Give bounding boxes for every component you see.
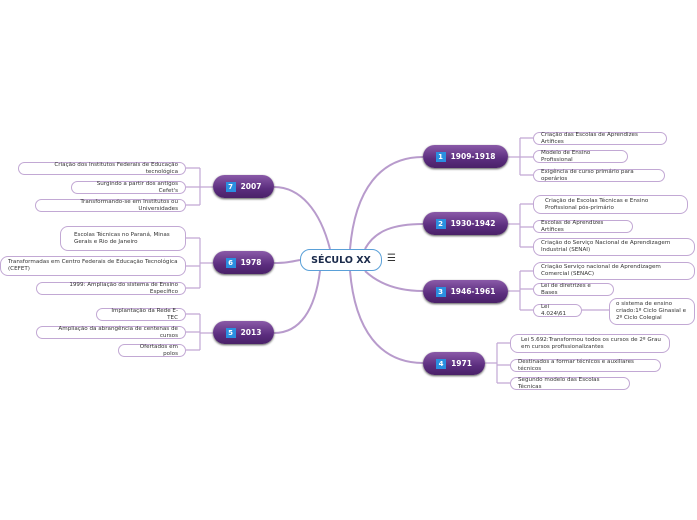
subtopic[interactable]: Surgindo a partir dos antigos Cefet's (71, 181, 186, 194)
subtopic[interactable]: Criação Serviço nacional de Aprendizagem… (533, 262, 695, 280)
number-badge: 3 (435, 286, 446, 297)
subtopic[interactable]: Segundo modelo das Escolas Técnicas (510, 377, 630, 390)
subtopic[interactable]: Ofertados em polos (118, 344, 186, 357)
topic-label: 1971 (451, 359, 472, 368)
number-badge: 2 (435, 218, 446, 229)
topic-1946-1961[interactable]: 3 1946-1961 (423, 280, 508, 303)
number-badge: 4 (436, 358, 447, 369)
subtopic[interactable]: Criação do Serviço Nacional de Aprendiza… (533, 238, 695, 256)
subtopic[interactable]: Exigência de curso primário para operári… (533, 169, 665, 182)
subtopic[interactable]: Implantação da Rede E-TEC (96, 308, 186, 321)
subtopic[interactable]: 1999: Ampliação do sistema de Ensino Esp… (36, 282, 186, 295)
subtopic[interactable]: Escolas de Aprendizes Artífices (533, 220, 633, 233)
number-badge: 7 (225, 181, 236, 192)
subtopic[interactable]: Transformando-se em Institutos ou Univer… (35, 199, 186, 212)
subtopic[interactable]: Lei 4.024\61 (533, 304, 582, 317)
subtopic[interactable]: Escolas Técnicas no Paraná, Minas Gerais… (60, 226, 186, 251)
number-badge: 6 (225, 257, 236, 268)
subtopic[interactable]: Transformadas em Centro Federais de Educ… (0, 256, 186, 276)
central-topic[interactable]: SÉCULO XX (300, 249, 382, 271)
topic-label: 1930-1942 (450, 219, 496, 228)
topic-2013[interactable]: 5 2013 (213, 321, 274, 344)
subtopic[interactable]: Lei 5.692:Transformou todos os cursos de… (510, 334, 670, 353)
topic-1971[interactable]: 4 1971 (423, 352, 485, 375)
subtopic[interactable]: Lei de diretrizes e Bases (533, 283, 614, 296)
central-topic-label: SÉCULO XX (311, 254, 371, 266)
subtopic[interactable]: Modelo de Ensino Profissional (533, 150, 628, 163)
sub-subtopic[interactable]: o sistema de ensino criado:1º Ciclo Gina… (609, 298, 695, 325)
topic-label: 1946-1961 (450, 287, 496, 296)
topic-label: 2013 (240, 328, 262, 337)
subtopic[interactable]: Destinados a formar técnicos e auxiliare… (510, 359, 661, 372)
topic-label: 1909-1918 (450, 152, 496, 161)
topic-2007[interactable]: 7 2007 (213, 175, 274, 198)
topic-1978[interactable]: 6 1978 (213, 251, 274, 274)
topic-1909-1918[interactable]: 1 1909-1918 (423, 145, 508, 168)
topic-label: 1978 (240, 258, 262, 267)
subtopic[interactable]: Criação das Escolas de Aprendizes Artífi… (533, 132, 667, 145)
topic-1930-1942[interactable]: 2 1930-1942 (423, 212, 508, 235)
number-badge: 1 (435, 151, 446, 162)
number-badge: 5 (225, 327, 236, 338)
subtopic[interactable]: Criação de Escolas Técnicas e Ensino Pro… (533, 195, 688, 214)
topic-label: 2007 (240, 182, 262, 191)
subtopic[interactable]: Ampliação da abrangência de centenas de … (36, 326, 186, 339)
subtopic[interactable]: Criação dos Institutos Federais de Educa… (18, 162, 186, 175)
hamburger-icon[interactable]: ☰ (387, 253, 396, 264)
